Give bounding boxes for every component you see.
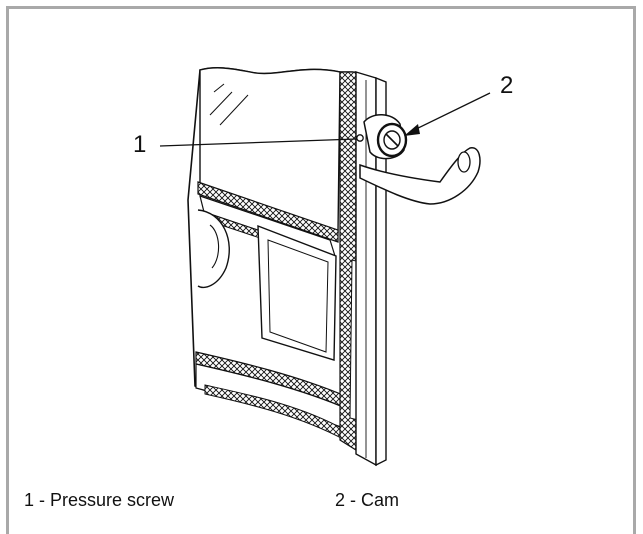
legend-item-pressure-screw: 1 - Pressure screw xyxy=(24,490,175,510)
handle-recess xyxy=(197,209,230,289)
callout-number-1: 1 xyxy=(133,131,147,158)
leader-line-1 xyxy=(159,138,357,147)
pressure-screw xyxy=(356,134,364,142)
figure-frame xyxy=(6,6,636,534)
arrowhead-2 xyxy=(404,124,420,136)
callout-number-2: 2 xyxy=(500,72,514,99)
upper-seal xyxy=(197,181,339,243)
inner-window xyxy=(257,224,337,361)
leader-line-2 xyxy=(409,92,491,133)
legend-item-cam: 2 - Cam xyxy=(335,490,400,510)
hook-arm xyxy=(359,147,481,205)
